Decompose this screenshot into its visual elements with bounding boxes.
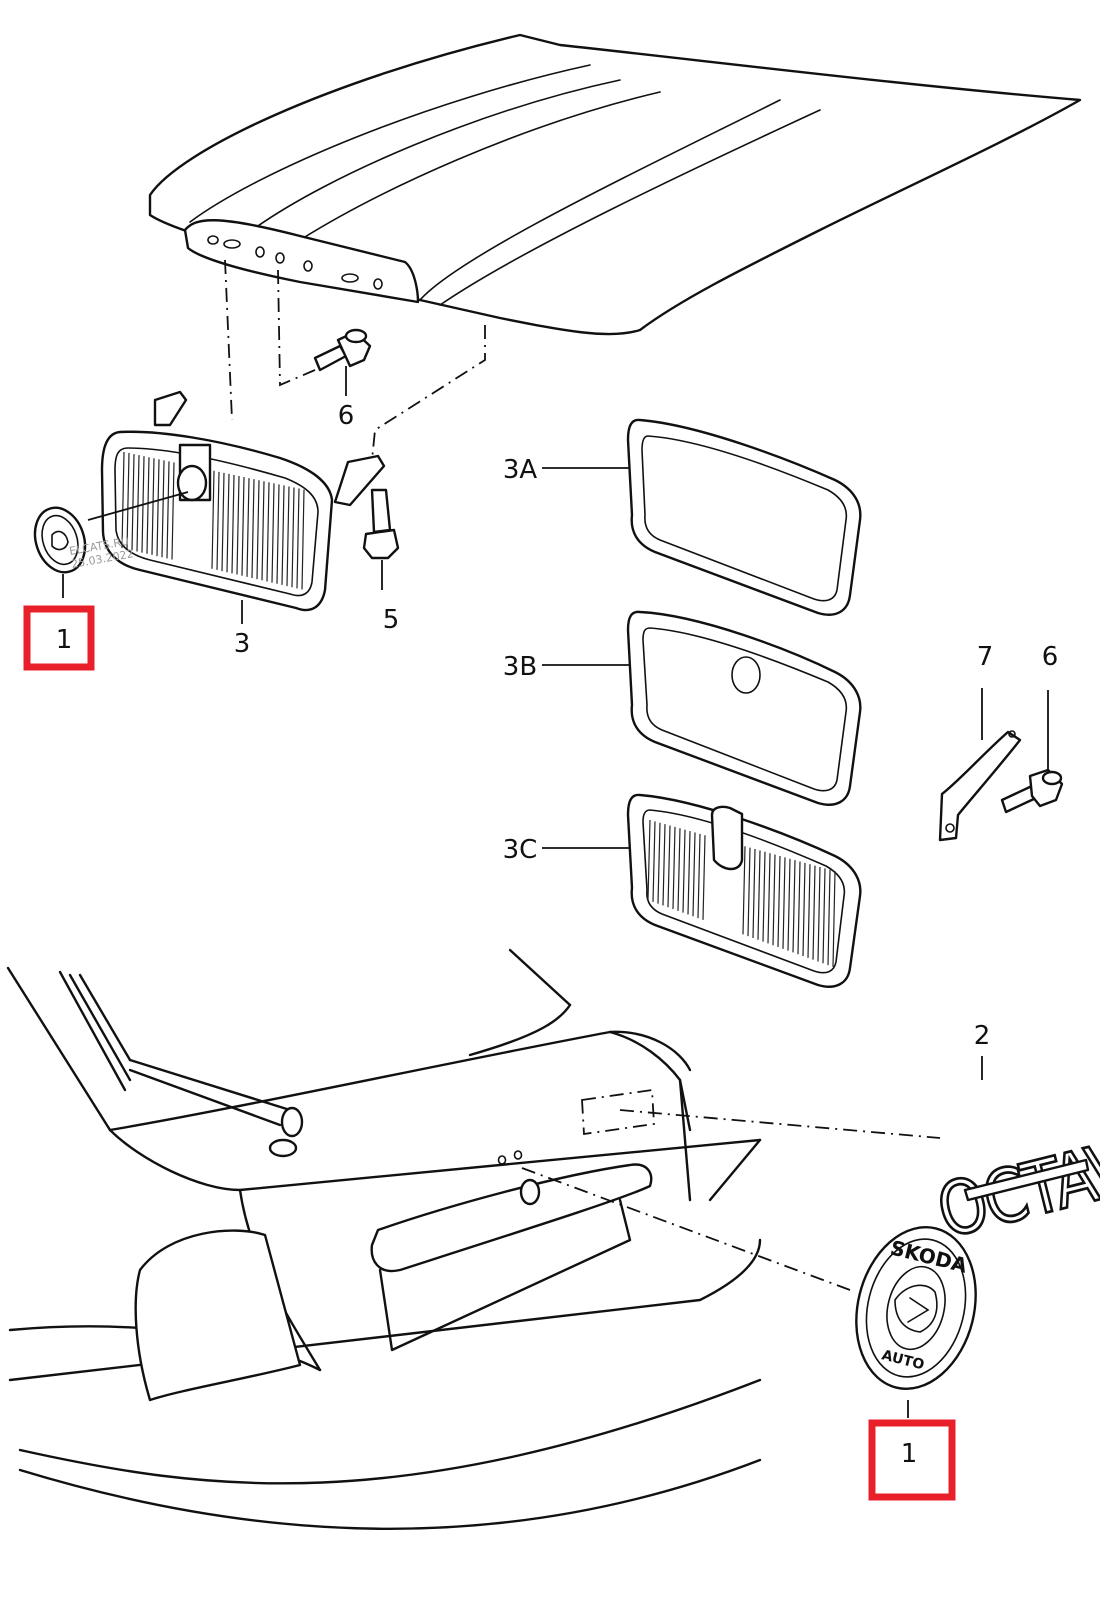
grille-slat [657, 822, 661, 904]
bolt-6-right [1000, 690, 1064, 814]
grille-slat [702, 835, 706, 920]
grille-slat [216, 471, 220, 570]
grille-slat [251, 479, 255, 579]
grille-slat [171, 462, 175, 560]
grille-slat [211, 470, 215, 569]
grille-slat [792, 860, 796, 953]
label-part-3a: 3A [503, 455, 538, 485]
grille-slat [802, 862, 806, 957]
grille-slat [231, 474, 235, 574]
car-rear [6, 948, 762, 1530]
grille-slat [832, 871, 836, 967]
grille-3c-slats [647, 819, 836, 967]
grille-slat [777, 855, 781, 948]
label-part-1-bottom: 1 [901, 1439, 918, 1469]
label-part-5: 5 [383, 605, 400, 635]
grille-slat [151, 458, 155, 555]
grille-slat [827, 869, 831, 966]
grille-slats [121, 451, 305, 590]
grille-slat [782, 857, 786, 949]
grille-slat [261, 481, 265, 581]
grille-slat [126, 453, 130, 550]
radiator-grille [87, 390, 386, 612]
grille-slat [281, 485, 285, 585]
grille-slat [146, 457, 150, 554]
label-part-2: 2 [974, 1021, 991, 1051]
grille-slat [301, 489, 305, 590]
grille-slat [672, 826, 676, 910]
grille-slat [797, 861, 801, 955]
label-part-3: 3 [234, 629, 251, 659]
pointer-emblem [619, 1109, 941, 1139]
grille-slat [136, 455, 140, 552]
label-part-3c: 3C [503, 835, 538, 865]
grille-slat [767, 853, 771, 944]
grille-slat [241, 477, 245, 576]
grille-slat [812, 865, 816, 960]
grille-slat [221, 472, 225, 572]
highlight-box-bottom [868, 1419, 956, 1501]
grille-slat [652, 821, 656, 902]
small-badge [33, 506, 87, 598]
grille-slat [742, 846, 746, 935]
bolt-6-top [313, 328, 372, 396]
grille-slat [166, 461, 170, 559]
grille-slat [121, 451, 125, 549]
grille-slat [692, 832, 696, 917]
grille-slat [271, 483, 275, 583]
highlight-box-top [23, 605, 95, 671]
grille-slat [822, 868, 826, 964]
grille-slat [246, 478, 250, 577]
grille-slat [236, 475, 240, 575]
bracket-7 [938, 688, 1022, 842]
grille-slat [256, 480, 260, 580]
grille-slat [161, 460, 165, 558]
pointer-badge [521, 1167, 851, 1291]
grille-slat [647, 819, 651, 901]
grille-variant-3c [626, 793, 862, 988]
grille-slat [291, 487, 295, 588]
skoda-badge: SKODA AUTO [855, 1226, 977, 1390]
grille-slat [682, 829, 686, 913]
grille-slat [276, 484, 280, 584]
grille-slat [807, 864, 811, 958]
grille-slat [787, 858, 791, 951]
bonnet-holes [207, 235, 383, 290]
label-part-7: 7 [977, 642, 994, 672]
mounting-lines [224, 259, 486, 461]
label-part-3b: 3B [503, 652, 537, 682]
octavia-emblem: OCTAVIA [928, 1109, 1100, 1256]
grille-slat [131, 454, 135, 551]
label-part-6-top: 6 [338, 401, 355, 431]
grille-slat [156, 459, 160, 557]
grille-slat [762, 851, 766, 942]
grille-slat [697, 833, 701, 919]
grille-slat [677, 828, 681, 911]
grille-slat [687, 831, 691, 915]
grille-slat [296, 488, 300, 589]
grille-slat [266, 482, 270, 582]
grille-slat [662, 824, 666, 906]
grille-slat [226, 473, 230, 573]
grille-slat [772, 854, 776, 946]
label-part-1-top: 1 [56, 625, 73, 655]
grille-variant-3b [626, 610, 862, 806]
grille-slat [286, 486, 290, 587]
bonnet [148, 33, 1082, 336]
grille-slat [747, 847, 751, 937]
grille-slat [817, 867, 821, 962]
grille-slat [757, 850, 761, 940]
bolt-5 [362, 488, 400, 590]
label-part-6-right: 6 [1042, 642, 1059, 672]
grille-slat [667, 825, 671, 908]
grille-slat [752, 849, 756, 938]
grille-variant-3a [626, 418, 862, 616]
